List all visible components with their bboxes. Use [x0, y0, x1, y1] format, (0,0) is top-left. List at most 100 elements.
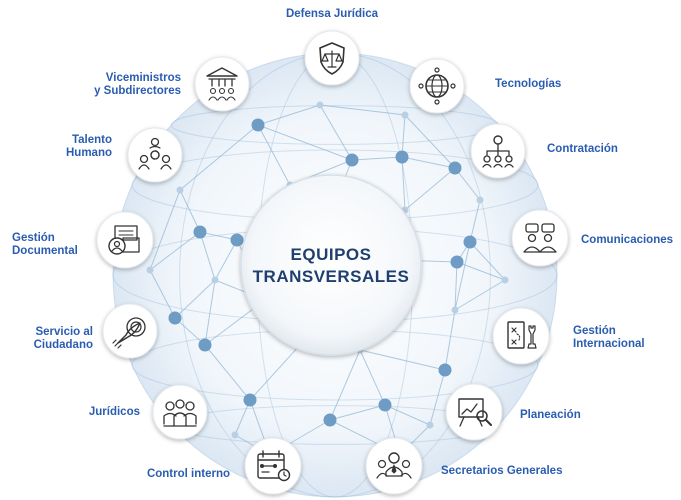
team-circle [194, 56, 250, 112]
team-node-servicio [102, 303, 158, 359]
mesh-link [469, 199, 481, 243]
mesh-node [463, 235, 477, 249]
rocket-target-icon [112, 317, 146, 349]
team-node-internacional [492, 307, 550, 365]
mesh-link [319, 104, 353, 161]
mesh-link [401, 114, 406, 158]
team-circle [102, 303, 158, 359]
mesh-node [198, 338, 212, 352]
team-label-control: Control interno [110, 468, 230, 481]
team-label-line: Viceministros [105, 72, 181, 84]
team-node-defensa [304, 30, 360, 86]
globe-network-icon [418, 67, 456, 105]
team-node-planeacion [445, 383, 503, 441]
team-label-line: Control interno [146, 468, 230, 480]
mesh-node [193, 225, 207, 239]
team-icon-layer [96, 30, 569, 495]
team-leader-icon [376, 452, 412, 479]
mesh-node [243, 393, 257, 407]
team-node-documental [96, 211, 154, 269]
mesh-link [469, 241, 506, 281]
mesh-node [251, 118, 265, 132]
team-label-line: Documental [12, 245, 78, 257]
mesh-link [404, 167, 456, 211]
mesh-link [174, 279, 216, 319]
mesh-node [345, 153, 359, 167]
team-label-line: Comunicaciones [581, 234, 674, 246]
mesh-link [249, 344, 301, 401]
mesh-link [319, 104, 406, 116]
mesh-node [476, 196, 484, 204]
mesh-link [329, 349, 361, 421]
mesh-node [448, 161, 462, 175]
mesh-node [146, 266, 154, 274]
mesh-link [454, 167, 481, 201]
mesh-link [204, 279, 216, 346]
team-label-line: Ciudadano [33, 339, 93, 351]
team-label-line: Talento [71, 134, 112, 146]
mesh-node [450, 255, 464, 269]
conversation-icon [523, 223, 557, 253]
team-node-viceministros [194, 56, 250, 112]
mesh-link [401, 156, 406, 211]
mesh-link [404, 114, 456, 169]
mesh-node [426, 421, 434, 429]
mesh-link [149, 231, 201, 271]
mesh-node [438, 363, 452, 377]
mesh-link [429, 369, 446, 426]
mesh-link [257, 124, 353, 161]
mesh-link [329, 404, 386, 421]
mesh-node [168, 311, 182, 325]
team-label-line: Gestión [12, 232, 55, 244]
legal-team-icon [163, 399, 197, 427]
team-label-line: Internacional [573, 338, 645, 350]
mesh-node [501, 276, 509, 284]
team-circle [511, 209, 569, 267]
team-label-line: Jurídicos [88, 406, 140, 418]
mesh-link [454, 241, 471, 311]
mesh-link [444, 309, 456, 371]
mesh-link [174, 317, 206, 346]
team-circle [152, 384, 208, 440]
timeline-calendar-icon [257, 450, 291, 482]
team-label-planeacion: Planeación [520, 409, 620, 422]
team-circle [492, 307, 550, 365]
team-label-secretarios: Secretarios Generales [441, 465, 591, 478]
team-label-line: Contratación [547, 143, 618, 155]
mesh-link [257, 104, 321, 126]
team-label-line: Planeación [520, 409, 581, 421]
mesh-node [176, 186, 184, 194]
mesh-link [149, 189, 181, 271]
team-label-line: Humano [66, 147, 112, 159]
mesh-link [179, 124, 259, 191]
team-label-line: Defensa Jurídica [285, 8, 379, 20]
center-title-line2: TRANSVERSALES [252, 267, 410, 286]
mesh-link [359, 349, 386, 406]
government-building-icon [206, 67, 238, 101]
center-circle [240, 174, 422, 356]
mesh-link [384, 404, 431, 426]
team-label-defensa: Defensa Jurídica [243, 8, 421, 21]
mesh-link [257, 124, 291, 186]
team-label-line: y Subdirectores [94, 85, 181, 97]
mesh-node [230, 233, 244, 247]
team-node-talento [127, 127, 183, 183]
team-label-line: Servicio al [35, 326, 93, 338]
team-node-contratacion [470, 123, 526, 179]
strategy-board-icon [507, 321, 537, 349]
shield-scales-icon [319, 42, 345, 75]
mesh-node [231, 431, 239, 439]
team-label-tecnologias: Tecnologías [495, 78, 605, 91]
center-title-line1: EQUIPOS [290, 245, 372, 264]
team-label-comunicaciones: Comunicaciones [581, 234, 681, 247]
team-node-comunicaciones [511, 209, 569, 267]
documents-user-icon [108, 225, 140, 255]
team-label-line: Secretarios Generales [441, 465, 563, 477]
team-node-tecnologias [409, 58, 465, 114]
mesh-link [454, 261, 458, 311]
team-node-control [244, 437, 302, 495]
